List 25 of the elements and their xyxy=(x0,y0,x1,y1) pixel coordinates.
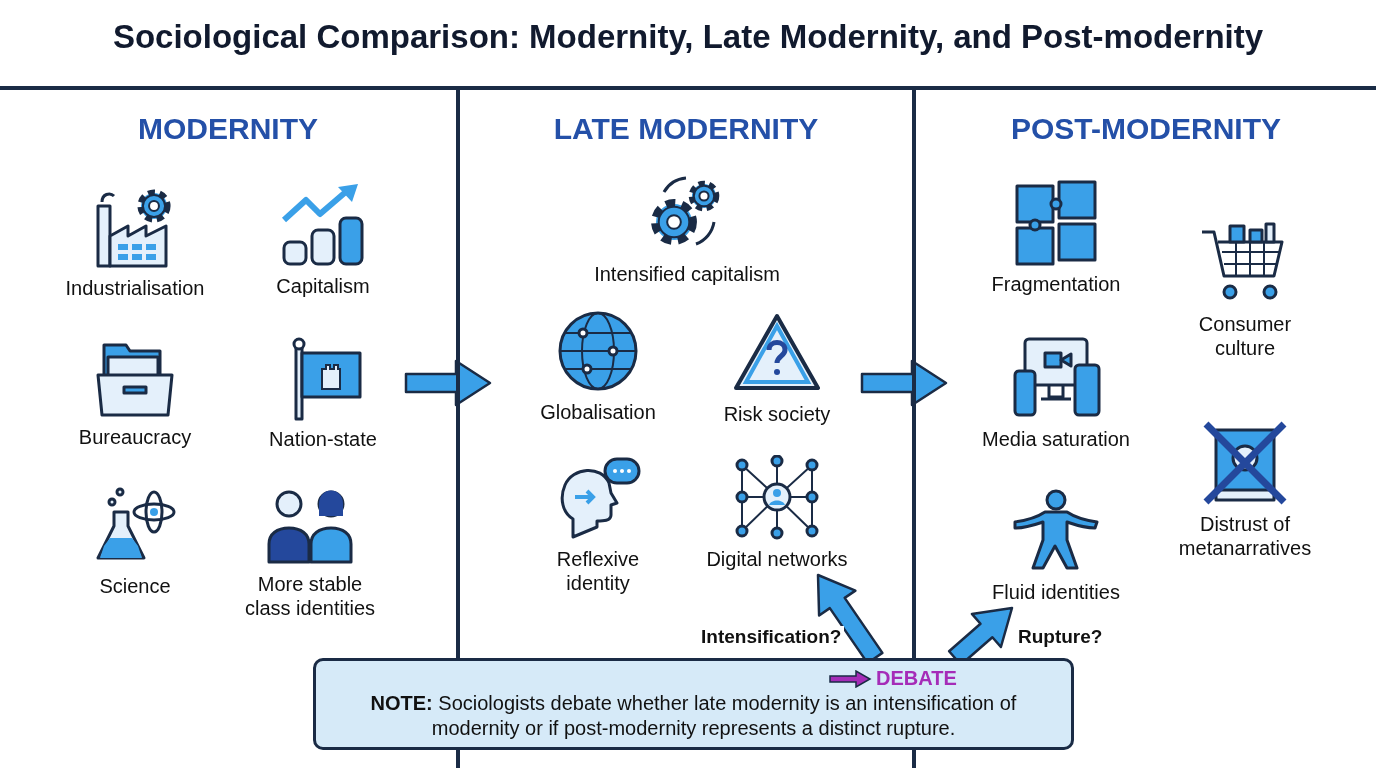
note-text: NOTE: Sociologists debate whether late modernity is an intensification of modernity or if post-modernity represents a distinct rupture. xyxy=(369,691,1018,741)
concept-label: Capitalism xyxy=(276,274,370,298)
concept-label: More stable class identities xyxy=(243,572,377,620)
column-heading: POST-MODERNITY xyxy=(1010,112,1282,146)
concept-label: Distrust of metanarratives xyxy=(1177,512,1313,560)
diagram-title: Sociological Comparison: Modernity, Late Modernity, and Post-modernity xyxy=(111,18,1265,56)
concept-label: Nation-state xyxy=(269,427,377,451)
note-box xyxy=(313,658,1074,750)
concept-label: Science xyxy=(99,574,171,598)
concept-label: Fragmentation xyxy=(991,272,1121,296)
concept-label: Consumer culture xyxy=(1197,312,1293,360)
concept-label: Bureaucracy xyxy=(78,425,192,449)
arrow xyxy=(404,359,492,407)
column-heading: LATE MODERNITY xyxy=(552,112,820,146)
concept-label: Risk society xyxy=(723,402,831,426)
arrow xyxy=(860,359,948,407)
concept-label: Intensified capitalism xyxy=(594,262,780,286)
concept-label: Digital networks xyxy=(706,547,848,571)
column-heading: MODERNITY xyxy=(137,112,319,146)
concept-label: Industrialisation xyxy=(65,276,205,300)
concept-label: Globalisation xyxy=(540,400,656,424)
concept-label: Media saturation xyxy=(982,427,1130,451)
concept-label: Fluid identities xyxy=(992,580,1120,604)
concept-label: Reflexive identity xyxy=(555,547,641,595)
debate-label: DEBATE xyxy=(876,667,957,690)
